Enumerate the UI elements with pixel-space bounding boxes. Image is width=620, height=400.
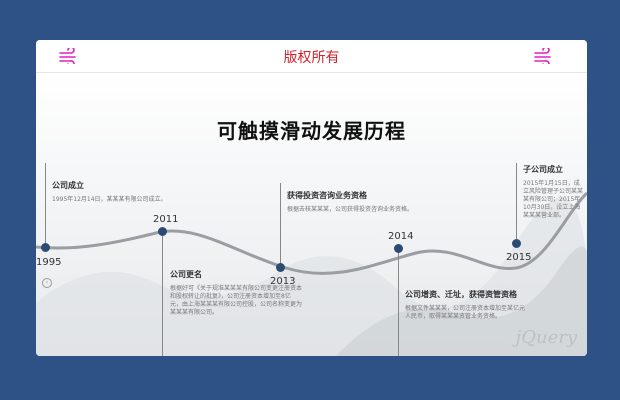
event-title: 公司更名 — [170, 270, 202, 279]
event-connector — [516, 163, 517, 243]
timeline-event: 公司更名 根据好可《关于规准某某某有限公司变更注册资本和股权转让的批复》，公司注… — [170, 270, 302, 317]
timeline-dot[interactable] — [394, 244, 403, 253]
event-description: 2015年1月15日，成立风险管理子公司某某某有限公司；2015年10月30日，… — [523, 180, 584, 219]
top-bar: 版权所有 — [36, 40, 587, 73]
timeline-year: 2014 — [388, 231, 414, 242]
watermark: jQuery — [515, 327, 577, 348]
event-description: 根据好可《关于规准某某某有限公司变更注册资本和股权转让的批复》，公司注册资本增加… — [170, 285, 303, 316]
event-connector — [162, 236, 163, 356]
event-connector — [280, 183, 281, 268]
timeline-event: 子公司成立 2015年1月15日，成立风险管理子公司某某某有限公司；2015年1… — [523, 165, 583, 220]
timeline-dot[interactable] — [512, 239, 521, 248]
timeline-stage[interactable]: 可触摸滑动发展历程 1995 公司成立 1995年12月14日，某某某有限公司成… — [36, 73, 587, 356]
event-connector — [45, 163, 46, 248]
timeline-curve — [36, 191, 587, 275]
event-description: 根据文件某某某，公司注册资本增加至某亿元人民币，取得某某某资管业务资格。 — [405, 305, 526, 320]
timeline-dot[interactable] — [158, 227, 167, 236]
event-title: 公司增资、迁址，获得资管资格 — [405, 290, 517, 299]
timeline-event: 公司增资、迁址，获得资管资格 根据文件某某某，公司注册资本增加至某亿元人民币，取… — [405, 290, 525, 321]
timeline-year: 2015 — [506, 252, 532, 263]
wind-icon — [534, 48, 551, 64]
timeline-year: 2011 — [153, 214, 179, 225]
timeline-year: 2013 — [270, 276, 296, 287]
prev-arrow-button[interactable]: ‹ — [42, 278, 52, 288]
event-description: 根据去核某某某，公司获得投资咨询业务资格。 — [287, 206, 414, 213]
event-connector — [398, 253, 399, 356]
wind-icon — [59, 48, 76, 64]
timeline-year: 1995 — [36, 257, 62, 268]
timeline-dot[interactable] — [276, 263, 285, 272]
event-title: 获得投资咨询业务资格 — [287, 191, 367, 200]
timeline-event: 公司成立 1995年12月14日，某某某有限公司成立。 — [52, 181, 172, 204]
timeline-heading: 可触摸滑动发展历程 — [217, 119, 406, 143]
timeline-event: 获得投资咨询业务资格 根据去核某某某，公司获得投资咨询业务资格。 — [287, 191, 417, 214]
event-title: 子公司成立 — [523, 165, 563, 174]
timeline-dot[interactable] — [41, 243, 50, 252]
event-title: 公司成立 — [52, 181, 84, 190]
content-card: 版权所有 可触摸滑动发展历程 1995 公司成立 1995年12月14日，某某某… — [36, 40, 587, 356]
event-description: 1995年12月14日，某某某有限公司成立。 — [52, 196, 167, 203]
page-title: 版权所有 — [283, 50, 340, 66]
